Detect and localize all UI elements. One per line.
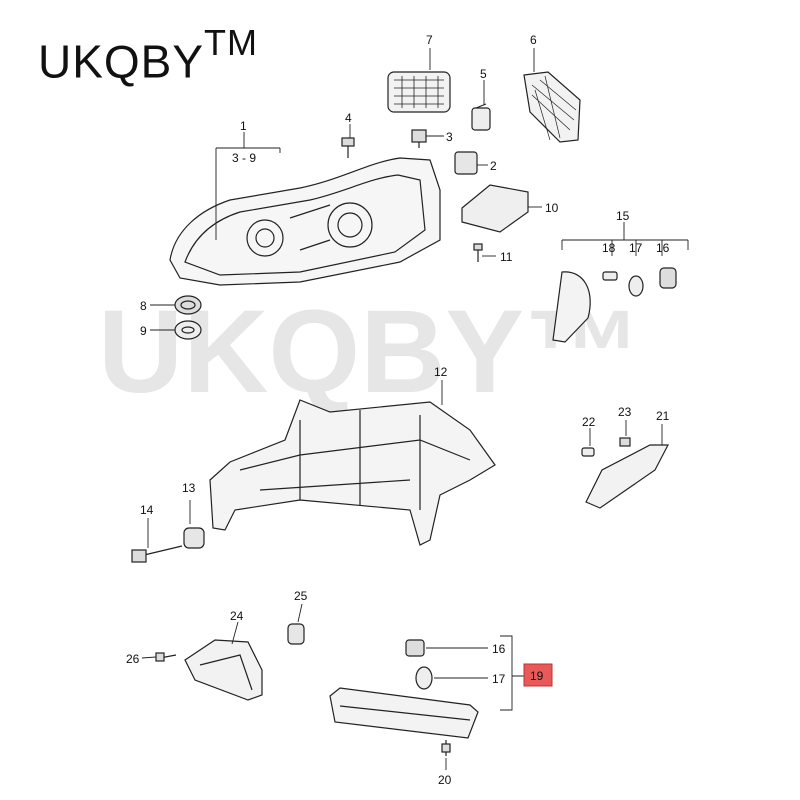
callout-19: 19 (530, 669, 544, 683)
callout-23: 23 (618, 405, 632, 419)
callout-8: 8 (140, 299, 147, 313)
bulb-5 (471, 103, 491, 131)
screw-11 (473, 243, 483, 262)
control-unit (454, 151, 478, 175)
seal-8 (174, 295, 202, 315)
callout-15: 15 (616, 209, 630, 223)
headlight-cover (387, 71, 451, 113)
callout-21: 21 (656, 409, 670, 423)
callout-24: 24 (230, 609, 244, 623)
bulb-17-top (628, 275, 644, 297)
turn-signal-21 (585, 444, 669, 509)
callout-17-bottom: 17 (492, 672, 506, 686)
screw-20 (441, 740, 451, 756)
callout-18: 18 (602, 241, 616, 255)
headlight-assembly (169, 157, 441, 286)
callout-labels: 1 3 - 9 2 3 4 5 6 7 8 9 10 11 12 13 14 1… (126, 33, 670, 787)
callout-16-top: 16 (656, 241, 670, 255)
callout-10: 10 (545, 201, 559, 215)
callout-17-top: 17 (629, 241, 643, 255)
callout-13: 13 (182, 481, 196, 495)
brand-tm: TM (204, 22, 259, 63)
callout-26: 26 (126, 652, 140, 666)
brand-logo: UKQBYTM (38, 22, 258, 88)
socket-16-bottom (405, 639, 425, 657)
callout-20: 20 (438, 773, 452, 787)
bulb-17-bottom (415, 666, 433, 690)
callout-16-bottom: 16 (492, 642, 506, 656)
callout-2: 2 (490, 159, 497, 173)
ring-9 (174, 320, 202, 340)
callout-6: 6 (530, 33, 537, 47)
bulb-18 (602, 271, 618, 281)
callout-1: 1 (240, 119, 247, 133)
socket-3 (411, 129, 427, 148)
callout-25: 25 (294, 589, 308, 603)
daytime-light-19 (329, 687, 479, 739)
callout-4: 4 (345, 111, 352, 125)
callout-9: 9 (140, 324, 147, 338)
bulb-22 (581, 447, 595, 457)
screw-26 (155, 652, 177, 662)
highlight-box-19 (523, 663, 553, 687)
callout-22: 22 (582, 415, 596, 429)
fog-light-24 (184, 639, 263, 701)
callout-5: 5 (480, 67, 487, 81)
module-10 (461, 184, 529, 233)
bushing-13 (183, 527, 205, 549)
screw-23 (619, 437, 631, 447)
callout-11: 11 (500, 250, 513, 264)
callout-14: 14 (140, 503, 154, 517)
callout-3: 3 (446, 130, 453, 144)
mounting-bracket (209, 399, 496, 546)
brand-name: UKQBY (38, 35, 205, 88)
leader-lines (141, 48, 689, 770)
screw-4 (341, 137, 355, 158)
bolt-14 (131, 545, 183, 563)
side-marker-lens (552, 271, 591, 343)
bulb-25 (287, 623, 305, 645)
callout-7: 7 (426, 33, 433, 47)
callout-12: 12 (434, 365, 448, 379)
socket-16-top (659, 267, 677, 289)
mesh-grille (523, 71, 581, 143)
callout-1-range: 3 - 9 (232, 151, 256, 165)
